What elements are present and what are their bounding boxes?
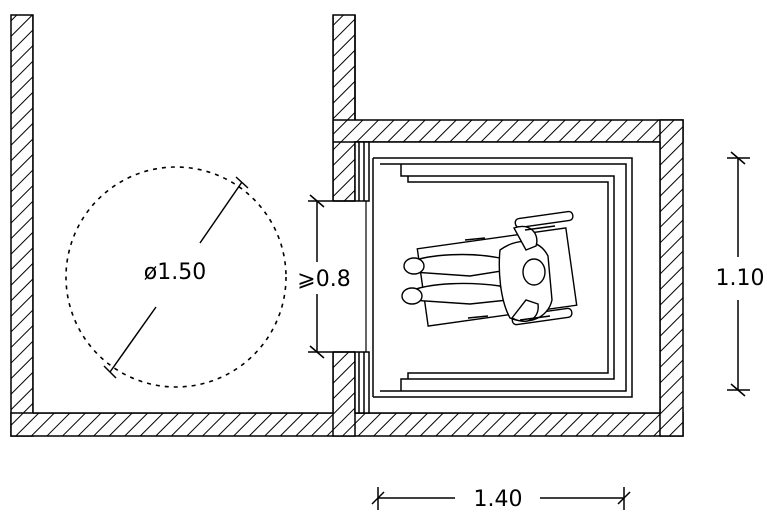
left-wall: [10, 14, 34, 437]
cabin-width-label: 1.40: [474, 487, 523, 512]
diameter-line-lower: [109, 306, 157, 373]
door-width-label: ⩾0.8: [297, 267, 350, 292]
turning-circle-label: ø1.50: [144, 260, 206, 285]
walls: [10, 14, 684, 437]
wheelchair-user-figure: [401, 210, 578, 327]
divider-wall-lower: [332, 351, 356, 437]
cabin-width-dimension: [371, 487, 631, 510]
door-frame: [354, 141, 370, 414]
top-shaft-wall: [332, 119, 684, 143]
diameter-line-upper: [199, 181, 243, 244]
lift-car: [372, 157, 633, 398]
door-width-dimension: [308, 194, 355, 359]
cabin-depth-label: 1.10: [716, 266, 765, 291]
right-shaft-wall: [659, 119, 684, 437]
turning-circle: ø1.50: [65, 166, 287, 388]
cabin-depth-dimension: [727, 151, 750, 397]
divider-wall-upper: [332, 14, 356, 202]
